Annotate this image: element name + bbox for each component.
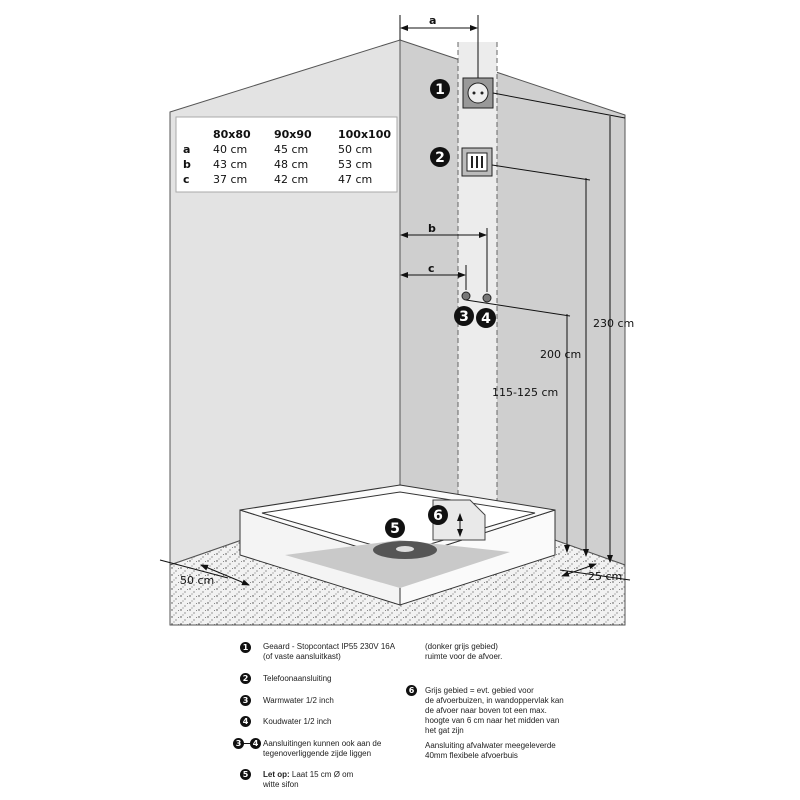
svg-text:b: b (183, 158, 191, 171)
marker-5: 5 (385, 518, 405, 538)
telephone-outlet-icon (461, 147, 493, 177)
dim-c-label: c (428, 262, 435, 275)
marker-3: 3 (454, 306, 474, 326)
dimension-lines (159, 15, 631, 586)
legend-item-2: Telefoonaansluiting (263, 674, 332, 683)
legend-marker-1: 1 (240, 642, 251, 653)
svg-text:48 cm: 48 cm (274, 158, 308, 171)
size-table: 80x80 90x90 100x100 a 40 cm 45 cm 50 cm … (175, 116, 398, 193)
legend-marker-3b: 3 (233, 738, 244, 749)
svg-text:43 cm: 43 cm (213, 158, 247, 171)
svg-text:100x100: 100x100 (338, 128, 391, 141)
svg-text:c: c (183, 173, 190, 186)
svg-text:3: 3 (459, 309, 469, 325)
distance-25-label: 25 cm (588, 570, 622, 583)
height-230-label: 230 cm (593, 317, 634, 330)
legend-dark-area: (donker grijs gebied)ruimte voor de afvo… (425, 642, 503, 661)
legend-marker-4b: 4 (250, 738, 261, 749)
marker-2: 2 (430, 147, 450, 167)
svg-text:80x80: 80x80 (213, 128, 251, 141)
legend-marker-3: 3 (240, 695, 251, 706)
svg-text:47 cm: 47 cm (338, 173, 372, 186)
marker-1: 1 (430, 79, 450, 99)
svg-text:45 cm: 45 cm (274, 143, 308, 156)
marker-4: 4 (476, 308, 496, 328)
svg-text:a: a (183, 143, 190, 156)
legend-connector (243, 743, 251, 744)
dim-b-label: b (428, 222, 436, 235)
legend-item-4: Koudwater 1/2 inch (263, 717, 332, 726)
legend-item-1: Geaard - Stopcontact IP55 230V 16A(of va… (263, 642, 396, 661)
warm-water-pipe-icon (461, 291, 471, 301)
dim-a-label: a (429, 14, 436, 27)
svg-text:37 cm: 37 cm (213, 173, 247, 186)
cold-water-pipe-icon (482, 293, 492, 303)
svg-text:53 cm: 53 cm (338, 158, 372, 171)
legend-marker-4: 4 (240, 716, 251, 727)
height-115-label: 115-125 cm (492, 386, 558, 399)
svg-text:90x90: 90x90 (274, 128, 312, 141)
svg-text:5: 5 (390, 521, 400, 537)
svg-text:6: 6 (433, 508, 443, 524)
svg-text:4: 4 (481, 311, 491, 327)
svg-text:40 cm: 40 cm (213, 143, 247, 156)
svg-text:1: 1 (435, 82, 445, 98)
shower-tray (239, 484, 556, 606)
marker-6: 6 (428, 505, 448, 525)
legend-marker-5: 5 (240, 769, 251, 780)
legend-marker-6: 6 (406, 685, 417, 696)
svg-text:42 cm: 42 cm (274, 173, 308, 186)
right-wall (399, 39, 626, 566)
legend-marker-2: 2 (240, 673, 251, 684)
height-200-label: 200 cm (540, 348, 581, 361)
service-strip (458, 42, 497, 510)
distance-50-label: 50 cm (180, 574, 214, 587)
socket-icon (462, 77, 494, 109)
svg-text:2: 2 (435, 150, 445, 166)
svg-text:50 cm: 50 cm (338, 143, 372, 156)
legend-item-3: Warmwater 1/2 inch (263, 696, 334, 705)
